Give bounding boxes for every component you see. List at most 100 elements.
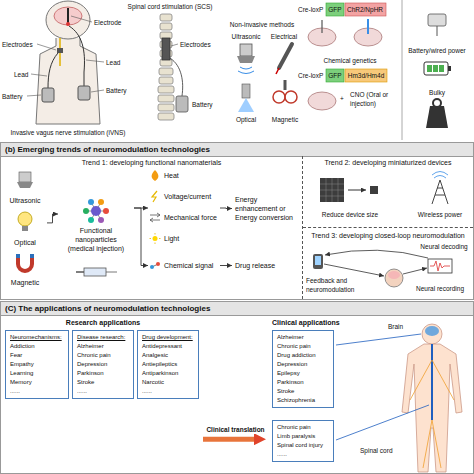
body-figure: [336, 324, 462, 472]
text-label: Neural decoding: [420, 242, 467, 251]
body-figure: [410, 360, 454, 468]
spine-figure: [162, 38, 170, 60]
genetics-figure: [345, 3, 386, 16]
node-text: Limb paralysis: [277, 432, 329, 441]
power-column: [424, 62, 448, 75]
text-label: Magnetic: [272, 115, 298, 124]
trend2-icons: [320, 178, 344, 202]
non-invasive-icons: [237, 44, 297, 112]
text-label: +: [340, 94, 344, 103]
spine-figure: [158, 104, 174, 111]
nanoparticle-box: Functional nanoparticles (medical inject…: [58, 196, 134, 256]
leader-line: [86, 60, 104, 62]
body-figure: [431, 344, 433, 420]
node-text: Voltage/current: [164, 192, 217, 201]
trend1-icons: [152, 191, 157, 202]
non-invasive-icons: [279, 44, 292, 68]
node-text: Antiparkinson: [142, 369, 194, 378]
non-invasive-icons: [242, 84, 250, 98]
trend3-icons: [315, 256, 321, 265]
trend1-icons: [88, 199, 94, 205]
node-text: Magnetic: [11, 278, 39, 287]
text-label: GFP: [328, 71, 341, 80]
genetics-figure: [308, 92, 336, 110]
power-column: [433, 65, 438, 72]
node-text: Drug development:: [142, 333, 194, 342]
text-label: Reduce device size: [322, 210, 378, 219]
connector-arrow: [220, 265, 232, 266]
node-text: Empathy: [10, 360, 64, 369]
group-box: Clinical applicationsAlzheimerChronic pa…: [268, 316, 472, 470]
node-text: Depression: [277, 360, 329, 369]
trend3-icons: [385, 269, 403, 287]
node-text: ......: [10, 387, 64, 396]
node-text: Drug addiction: [277, 351, 329, 360]
non-invasive-icons: [285, 91, 297, 103]
trend1-icons: [91, 206, 101, 216]
trend1-icons: [106, 272, 117, 273]
text-label: Non-invasive methods: [230, 20, 294, 29]
trend1-icons: [76, 271, 84, 273]
spine-figure: [171, 44, 178, 46]
text-label: Electrode: [94, 18, 121, 27]
power-column: [402, 0, 451, 140]
text-label: Battery/wired power: [408, 46, 465, 55]
power-column: [427, 65, 432, 72]
leader-line: [31, 74, 47, 76]
node-text: Analgesic: [142, 351, 194, 360]
panel-frame: (b) Emerging trends of neuromodulation t…: [0, 142, 474, 300]
trend2-icons: [432, 172, 448, 179]
node-text: Antidepressant: [142, 342, 194, 351]
node-text: Disease research:: [77, 333, 129, 342]
trend1-icons: [88, 217, 94, 223]
trend3-icons: [403, 268, 427, 274]
text-label: GFP: [328, 5, 341, 14]
dbs-vns-figure: [36, 38, 100, 124]
trend-region: Trend 1: developing functional nanomater…: [1, 156, 303, 299]
node-text: Light: [164, 234, 217, 243]
spine-figure: [158, 95, 174, 102]
node-text: Stroke: [277, 387, 329, 396]
leader-line: [37, 44, 56, 50]
body-figure: [336, 334, 421, 345]
text-label: Bulky: [429, 88, 445, 97]
node-text: Mechanical force: [164, 213, 217, 222]
text-label: Spinal cord stimulation (SCS): [128, 2, 213, 11]
spine-figure: [158, 113, 174, 120]
node-text: Heat: [164, 171, 217, 180]
dbs-vns-figure: [42, 88, 54, 102]
trend1-icons: [17, 182, 33, 188]
text-label: ChR2/NpHR: [347, 5, 383, 14]
non-invasive-icons: [276, 68, 279, 74]
text-label: Hm3d/Hm4d: [348, 71, 384, 80]
genetics-figure: [326, 69, 344, 82]
genetics-figure: [345, 69, 387, 82]
power-column: [439, 65, 444, 72]
spine-figure: [170, 58, 183, 96]
node-text: Energy enhancement or Energy conversion: [235, 195, 295, 222]
node-text: Neuromechanisms:: [10, 333, 64, 342]
text-label: Feedback and neuromodulation: [306, 276, 364, 294]
text-label: Ultrasonic: [232, 32, 261, 41]
node-text: Trend 3: developing closed-loop neuromod…: [306, 231, 470, 240]
trend2-icons: [348, 190, 366, 191]
trend1-icons: [22, 226, 28, 231]
non-invasive-icons: [237, 56, 255, 63]
text-label: Chemical genetics: [323, 56, 376, 65]
trend3-icons: [313, 254, 323, 269]
leader-line: [27, 16, 104, 96]
dbs-vns-figure: [67, 8, 69, 24]
body-figure: [402, 344, 462, 472]
trend3-icons: [430, 261, 450, 271]
text-label: Spinal cord: [360, 446, 393, 455]
text-label: Lead: [14, 70, 28, 79]
text-label: Battery: [106, 86, 127, 95]
node-text: Memory: [10, 378, 64, 387]
list-box: Chronic painLimb paralysisSpinal cord in…: [272, 420, 334, 462]
power-column: [402, 0, 403, 140]
trend1-icons: [150, 213, 160, 222]
trend1-icons: [17, 170, 161, 276]
node-text: Depression: [77, 360, 129, 369]
node-text: Stroke: [77, 378, 129, 387]
